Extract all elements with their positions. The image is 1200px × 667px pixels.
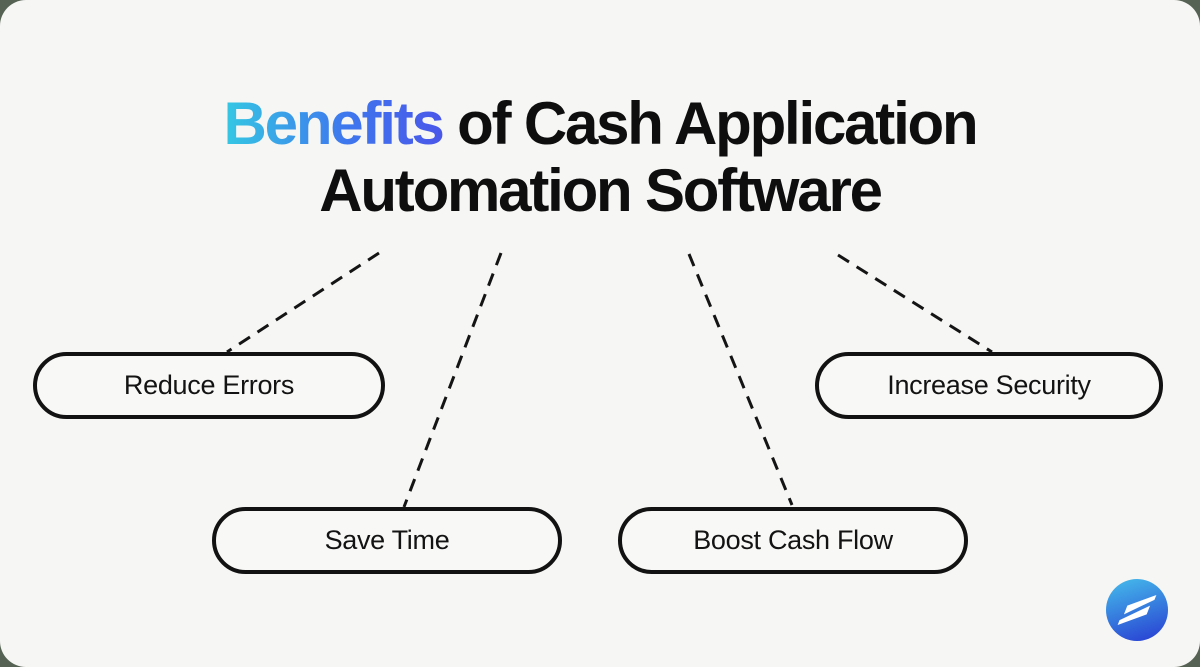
connector-line-boost-cash-flow [687, 253, 794, 506]
benefit-label-increase-security: Increase Security [887, 370, 1091, 400]
benefit-label-save-time: Save Time [324, 525, 450, 555]
benefit-pill-reduce-errors: Reduce Errors [33, 352, 385, 419]
title-line2: Automation Software [319, 157, 883, 224]
logo-circle [1106, 579, 1168, 641]
benefit-label-boost-cash-flow: Boost Cash Flow [693, 525, 893, 555]
title-highlight: Benefits [223, 90, 445, 157]
connector-line-increase-security [837, 253, 993, 354]
connector-line-reduce-errors [226, 251, 380, 354]
logo-bolt-lower-blade-icon [1117, 605, 1151, 626]
benefit-label-reduce-errors: Reduce Errors [123, 370, 295, 400]
benefit-pill-increase-security: Increase Security [815, 352, 1163, 419]
connector-line-save-time [402, 252, 503, 508]
benefit-pill-boost-cash-flow: Boost Cash Flow [618, 507, 968, 574]
benefit-pill-save-time: Save Time [212, 507, 562, 574]
lightning-bolt-logo [1106, 579, 1168, 641]
logo-bolt-upper-blade-icon [1123, 594, 1157, 615]
title-line1-rest: of Cash Application [442, 90, 979, 157]
